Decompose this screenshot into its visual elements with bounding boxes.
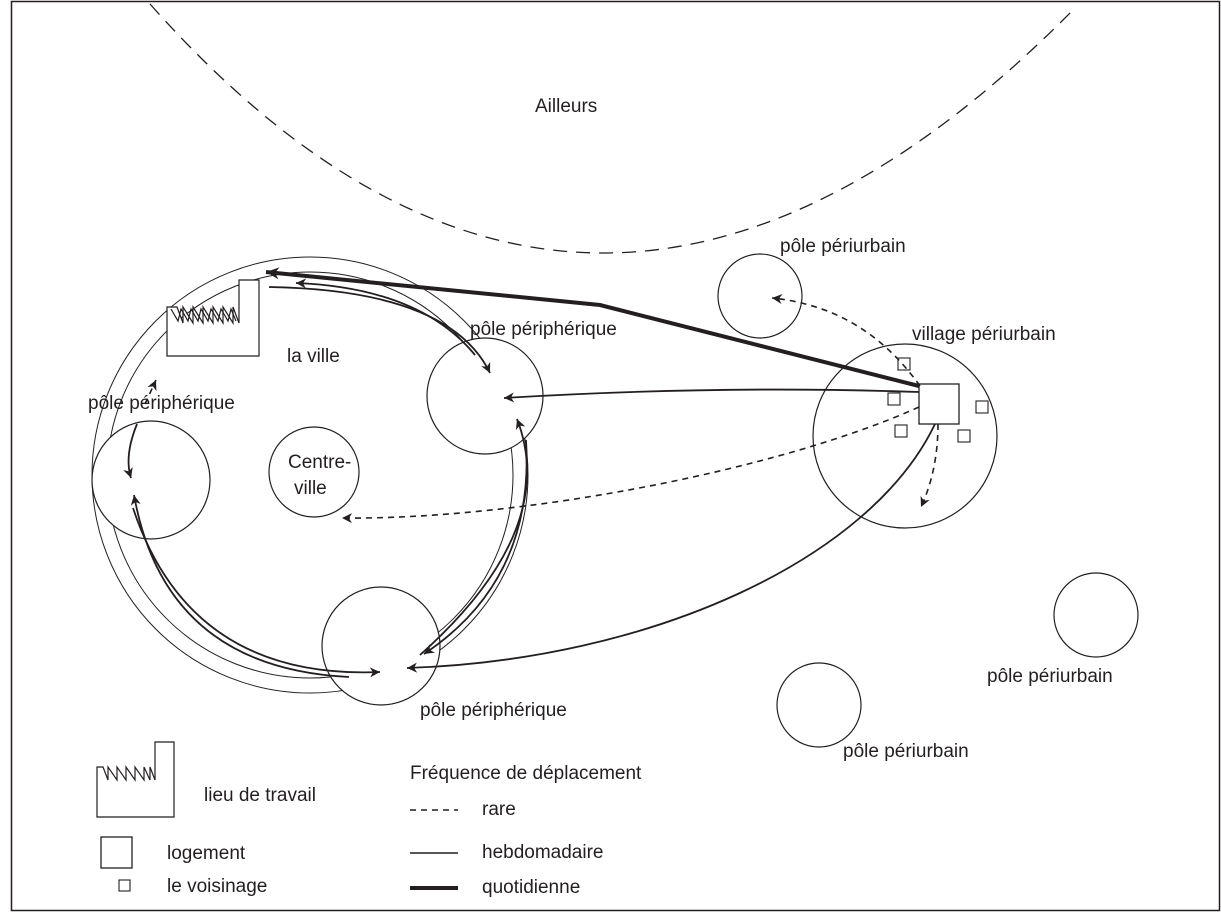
flow-daily-work	[265, 267, 920, 388]
flow-weekly-bottom-to-top	[419, 418, 528, 656]
label-pole-periurbain-right: pôle périurbain	[987, 666, 1113, 687]
label-pole-periurbain-bottom: pôle périurbain	[843, 741, 969, 762]
pole-peripherique-bottom	[321, 586, 441, 706]
legend-frequency-title: Fréquence de déplacement	[410, 763, 642, 784]
legend-workplace-icon	[96, 741, 175, 818]
label-village-periurbain: village périurbain	[912, 324, 1056, 345]
legend-weekly-label: hebdomadaire	[482, 842, 603, 863]
legend-neighbourhood-label: le voisinage	[167, 876, 267, 897]
pole-periurbain-bottom	[776, 662, 862, 748]
legend-housing-label: logement	[167, 843, 246, 864]
flow-rare-left-work	[144, 379, 157, 405]
label-pole-peripherique-bottom: pôle périphérique	[420, 700, 567, 721]
legend-daily-label: quotidienne	[482, 877, 580, 898]
flow-weekly-work-to-top	[268, 286, 491, 374]
label-centre-ville-1: Centre-	[288, 452, 351, 473]
flow-weekly-work-to-left	[123, 423, 138, 479]
legend: lieu de travail logement le voisinage Fr…	[96, 741, 642, 898]
ailleurs-boundary	[149, 3, 1076, 254]
legend-workplace-label: lieu de travail	[204, 785, 316, 806]
ailleurs-label: Ailleurs	[535, 96, 597, 117]
centre-ville-circle	[268, 426, 360, 518]
flow-rare-village	[920, 423, 939, 508]
housing-square	[918, 383, 960, 425]
label-pole-periurbain-top: pôle périurbain	[780, 236, 906, 257]
pole-periurbain-top	[717, 253, 803, 339]
label-pole-peripherique-left: pôle périphérique	[88, 393, 235, 414]
label-la-ville: la ville	[287, 346, 340, 367]
pole-peripherique-left	[91, 420, 211, 540]
neighbour-square	[887, 392, 901, 406]
legend-rare-label: rare	[482, 799, 516, 820]
flow-weekly-pole-bottom	[406, 423, 936, 673]
neighbour-square	[897, 357, 911, 371]
flow-weekly-pole-top	[503, 388, 920, 403]
neighbour-square	[957, 429, 971, 443]
legend-housing-square	[100, 836, 133, 869]
flow-rare-periurbain	[771, 294, 921, 387]
flow-weekly-left-to-bottom	[132, 507, 381, 678]
label-centre-ville-2: ville	[294, 478, 327, 499]
workplace-icon	[166, 279, 260, 357]
pole-periurbain-right	[1053, 572, 1139, 658]
frame	[10, 0, 1221, 912]
flow-rare-centre	[341, 406, 920, 524]
legend-neighbourhood-square	[118, 879, 131, 892]
flow-weekly-top-to-work	[295, 278, 476, 356]
neighbour-square	[975, 400, 989, 414]
flow-weekly-top-to-bottom	[423, 439, 528, 655]
neighbour-square	[894, 424, 908, 438]
label-pole-peripherique-top: pôle périphérique	[470, 319, 617, 340]
flow-weekly-bottom-to-left	[130, 494, 350, 678]
